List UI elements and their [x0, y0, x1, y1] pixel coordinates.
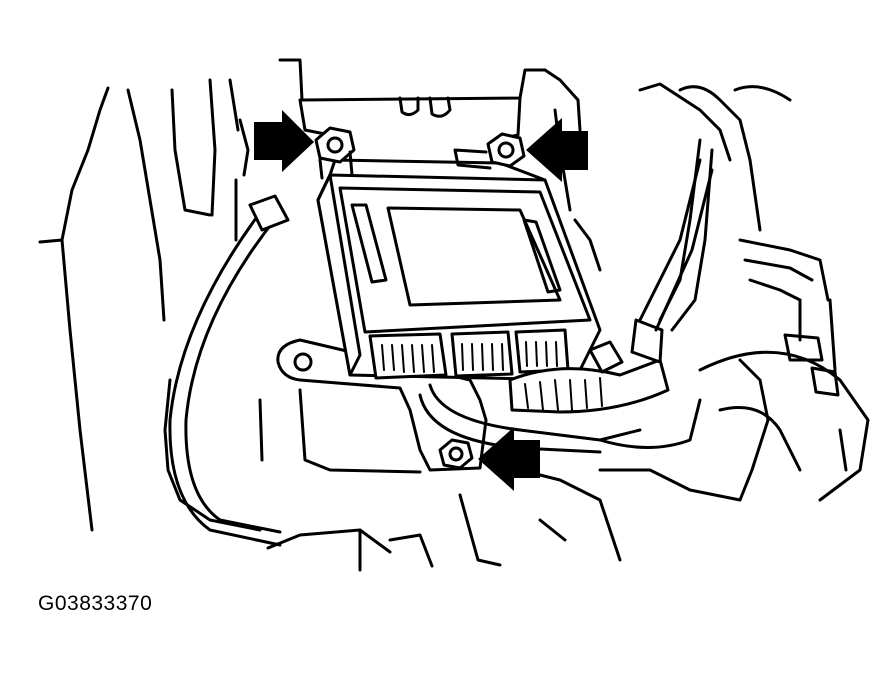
figure-id-label: G03833370 [38, 592, 153, 615]
airbag-control-module [316, 158, 602, 382]
lower-console-structure [258, 358, 770, 572]
dash-panel-outline [38, 78, 262, 532]
left-cable [168, 194, 290, 547]
module-harness [418, 158, 714, 454]
arrow-left-icon [526, 118, 588, 182]
bolt-bottom [438, 438, 474, 470]
arrow-left-icon [478, 427, 540, 491]
bolt-top-left [314, 126, 356, 180]
arrow-bottom [478, 427, 540, 491]
module-connectors [368, 328, 570, 380]
bolt-top-right [453, 132, 526, 170]
mounting-bolts [314, 126, 526, 470]
arrow-top-right [526, 118, 588, 182]
arrow-top-left [254, 110, 314, 172]
arrow-right-icon [254, 110, 314, 172]
